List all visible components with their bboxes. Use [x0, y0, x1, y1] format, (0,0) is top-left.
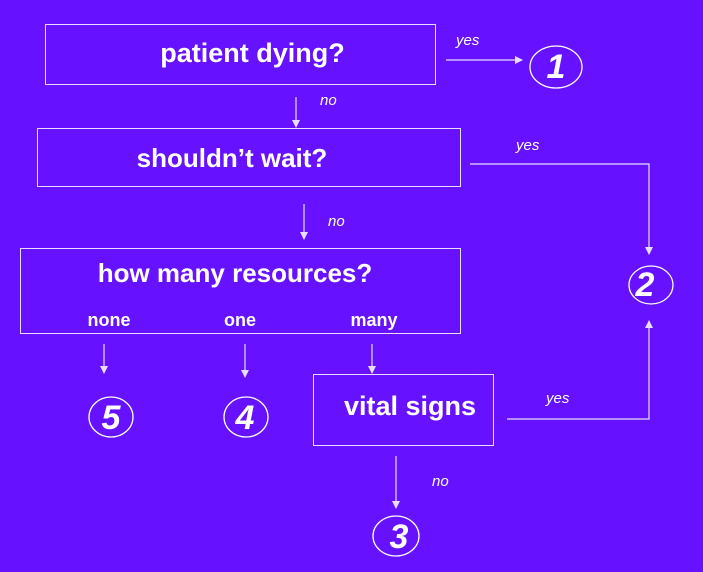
level-1-oval	[529, 45, 583, 89]
level-2: 2	[635, 266, 655, 304]
level-2-oval	[628, 265, 674, 305]
decision-box-wait	[37, 128, 461, 187]
arrow-vitals-yes	[507, 320, 653, 420]
level-3-oval	[372, 515, 420, 557]
level-5-oval	[88, 396, 134, 438]
question-patient-dying: patient dying?	[160, 38, 345, 68]
question-how-many-resources: how many resources?	[97, 258, 373, 288]
level-4-oval	[223, 396, 269, 438]
label-dying-no: no	[320, 92, 337, 109]
arrow-wait-yes	[470, 163, 653, 255]
decision-box-dying	[45, 24, 436, 85]
label-dying-yes: yes	[456, 32, 480, 49]
level-1: 1	[546, 48, 566, 86]
question-shouldnt-wait: shouldn’t wait?	[136, 143, 328, 173]
option-none: none	[87, 310, 131, 330]
question-vital-signs: vital signs	[343, 391, 477, 421]
decision-box-resources	[20, 248, 461, 334]
option-many: many	[350, 310, 398, 330]
label-wait-yes: yes	[516, 137, 540, 154]
label-vitals-yes: yes	[546, 390, 570, 407]
option-one: one	[223, 310, 256, 330]
level-5: 5	[101, 399, 121, 437]
level-4: 4	[235, 399, 255, 437]
decision-box-vital-signs	[313, 374, 494, 446]
level-3: 3	[389, 518, 409, 556]
label-wait-no: no	[328, 213, 345, 230]
label-vitals-no: no	[432, 473, 449, 490]
